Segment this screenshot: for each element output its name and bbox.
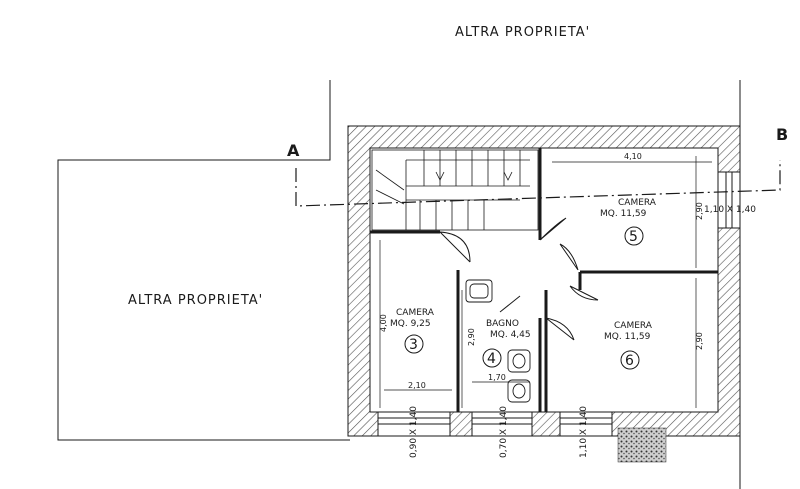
dimension-lines	[379, 156, 712, 408]
bagno-area: MQ. 4,45	[490, 330, 531, 340]
gravel-patch	[617, 427, 667, 463]
right-window	[717, 171, 741, 229]
room3-width-dim: 2,10	[408, 381, 426, 390]
top-property-label: ALTRA PROPRIETA'	[455, 25, 590, 40]
right-window-label: 1,10 X 1,40	[704, 205, 756, 215]
room5-height-dim: 2,90	[695, 202, 704, 220]
bagno-height-dim: 2,90	[467, 328, 476, 346]
room6-area: MQ. 11,59	[604, 332, 651, 342]
bagno-number-circle	[482, 348, 502, 368]
room6-height-dim: 2,90	[695, 332, 704, 350]
bagno-name: BAGNO	[486, 319, 519, 329]
window1-label: 0,90 X 1,40	[409, 406, 419, 458]
room3-area: MQ. 9,25	[390, 319, 431, 329]
doors	[439, 217, 599, 341]
bathroom-fixtures	[465, 279, 531, 403]
room6-number-circle	[620, 350, 640, 370]
room3-number: 3	[409, 337, 418, 353]
room3-number-circle	[404, 334, 424, 354]
bottom-windows	[377, 411, 613, 437]
window3-label: 1,10 X 1,40	[579, 406, 589, 458]
window2-label: 0,70 X 1,40	[499, 406, 509, 458]
room6-number: 6	[625, 353, 634, 369]
room3-name: CAMERA	[396, 308, 435, 318]
section-line	[295, 160, 781, 207]
bagno-number: 4	[487, 351, 496, 367]
left-property-label: ALTRA PROPRIETA'	[128, 293, 263, 308]
room5-name: CAMERA	[618, 198, 657, 208]
bagno-width-dim: 1,70	[488, 373, 506, 382]
room5-width-dim: 4,10	[624, 152, 642, 161]
room3-height-dim: 4,00	[379, 314, 388, 332]
room5-number: 5	[629, 229, 638, 245]
room5-area: MQ. 11,59	[600, 209, 647, 219]
section-label-a: A	[287, 141, 300, 160]
interior-walls	[370, 148, 718, 412]
room6-name: CAMERA	[614, 321, 653, 331]
room5-number-circle	[624, 226, 644, 246]
section-label-b: B	[776, 125, 788, 144]
staircase	[371, 149, 539, 231]
